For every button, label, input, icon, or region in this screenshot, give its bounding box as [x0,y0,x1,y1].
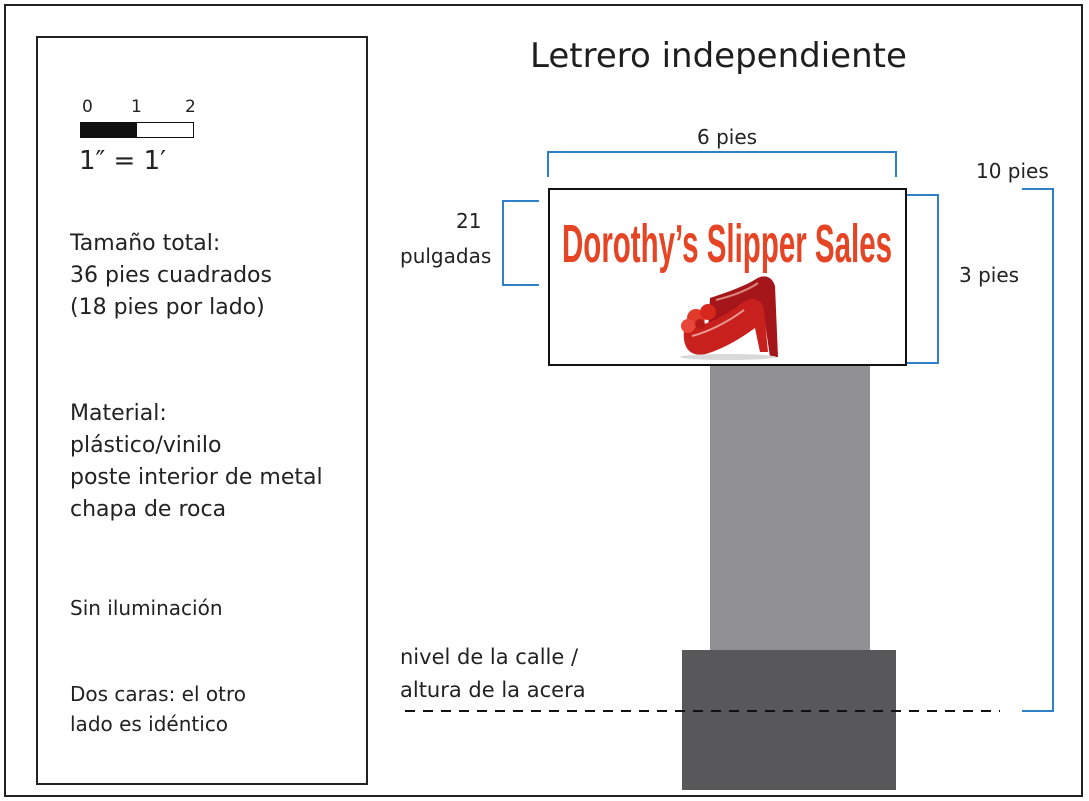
lighting-text: Sin iluminación [70,596,223,620]
material-item-2: poste interior de metal [70,465,323,490]
text-height-bracket [502,200,539,286]
text-height-unit: pulgadas [400,244,492,268]
width-label: 6 pies [697,125,758,149]
scale-tick-2: 2 [185,97,196,117]
total-height-bracket [1022,188,1054,712]
size-heading: Tamaño total: [70,231,221,256]
scale-bar-filled [80,122,136,138]
scale-tick-0: 0 [82,97,93,117]
sign-text: Dorothy’s Slipper Sales [562,214,892,274]
total-height-label: 10 pies [976,159,1049,183]
info-panel [36,36,368,785]
sign-height-label: 3 pies [959,263,1020,287]
size-value: 36 pies cuadrados [70,263,272,288]
sign-base [682,650,896,790]
sign-post [710,366,870,651]
material-heading: Material: [70,401,167,426]
sides-text-2: lado es idéntico [70,712,229,736]
material-item-3: chapa de roca [70,497,227,522]
width-bracket [547,151,897,177]
sign-height-bracket [906,194,939,364]
scale-ratio: 1″ = 1′ [79,146,167,176]
slipper-icon [680,276,778,360]
scale-tick-1: 1 [131,97,142,117]
material-item-1: plástico/vinilo [70,433,222,458]
diagram-frame [4,4,1083,797]
ground-label-2: altura de la acera [400,678,586,702]
ground-label-1: nivel de la calle / [400,645,579,669]
sides-text-1: Dos caras: el otro [70,682,246,706]
text-height-number: 21 [456,209,482,233]
size-per-side: (18 pies por lado) [70,295,265,320]
scale-bar-empty [136,122,194,138]
page-title: Letrero independiente [530,36,907,76]
